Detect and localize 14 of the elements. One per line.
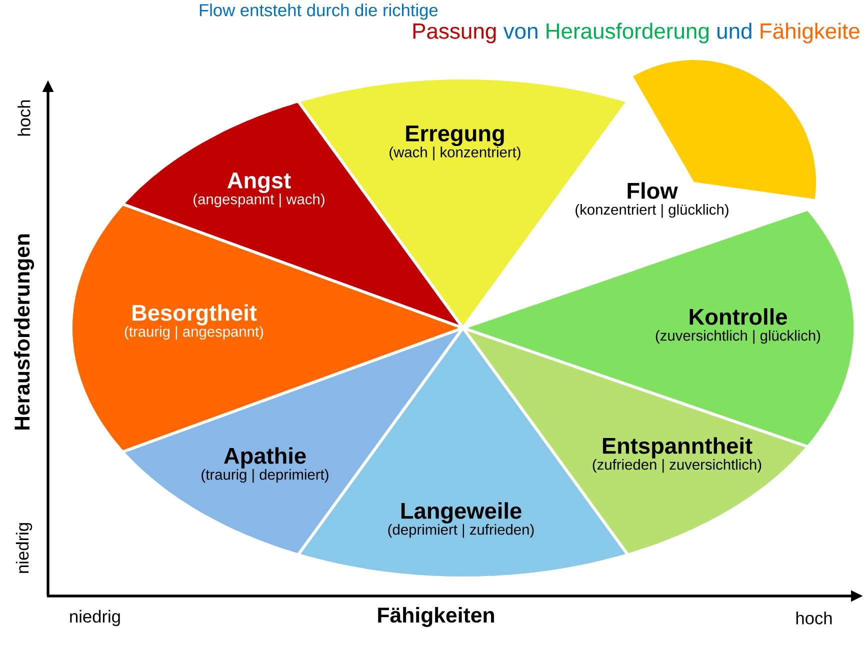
label: Passung	[413, 24, 496, 44]
heading: Flow entsteht durch die richtige	[200, 4, 438, 20]
pie-slice: Flow (konzentriert | glücklich)	[576, 182, 728, 218]
label: von	[503, 26, 538, 39]
axis-title: Fähigkeiten	[378, 607, 494, 627]
heading: Passung von Herausforderung und Fähigkeite	[413, 22, 860, 44]
axis-label: hoch	[796, 612, 832, 624]
axis-title: Herausforderungen	[14, 234, 34, 430]
axis-label: niedrig	[16, 523, 32, 573]
axis-label: hoch	[18, 100, 30, 136]
label: Herausforderung	[546, 22, 709, 44]
label: Fähigkeite	[760, 22, 860, 44]
axis-label: niedrig	[70, 610, 120, 626]
label: und	[718, 22, 752, 39]
